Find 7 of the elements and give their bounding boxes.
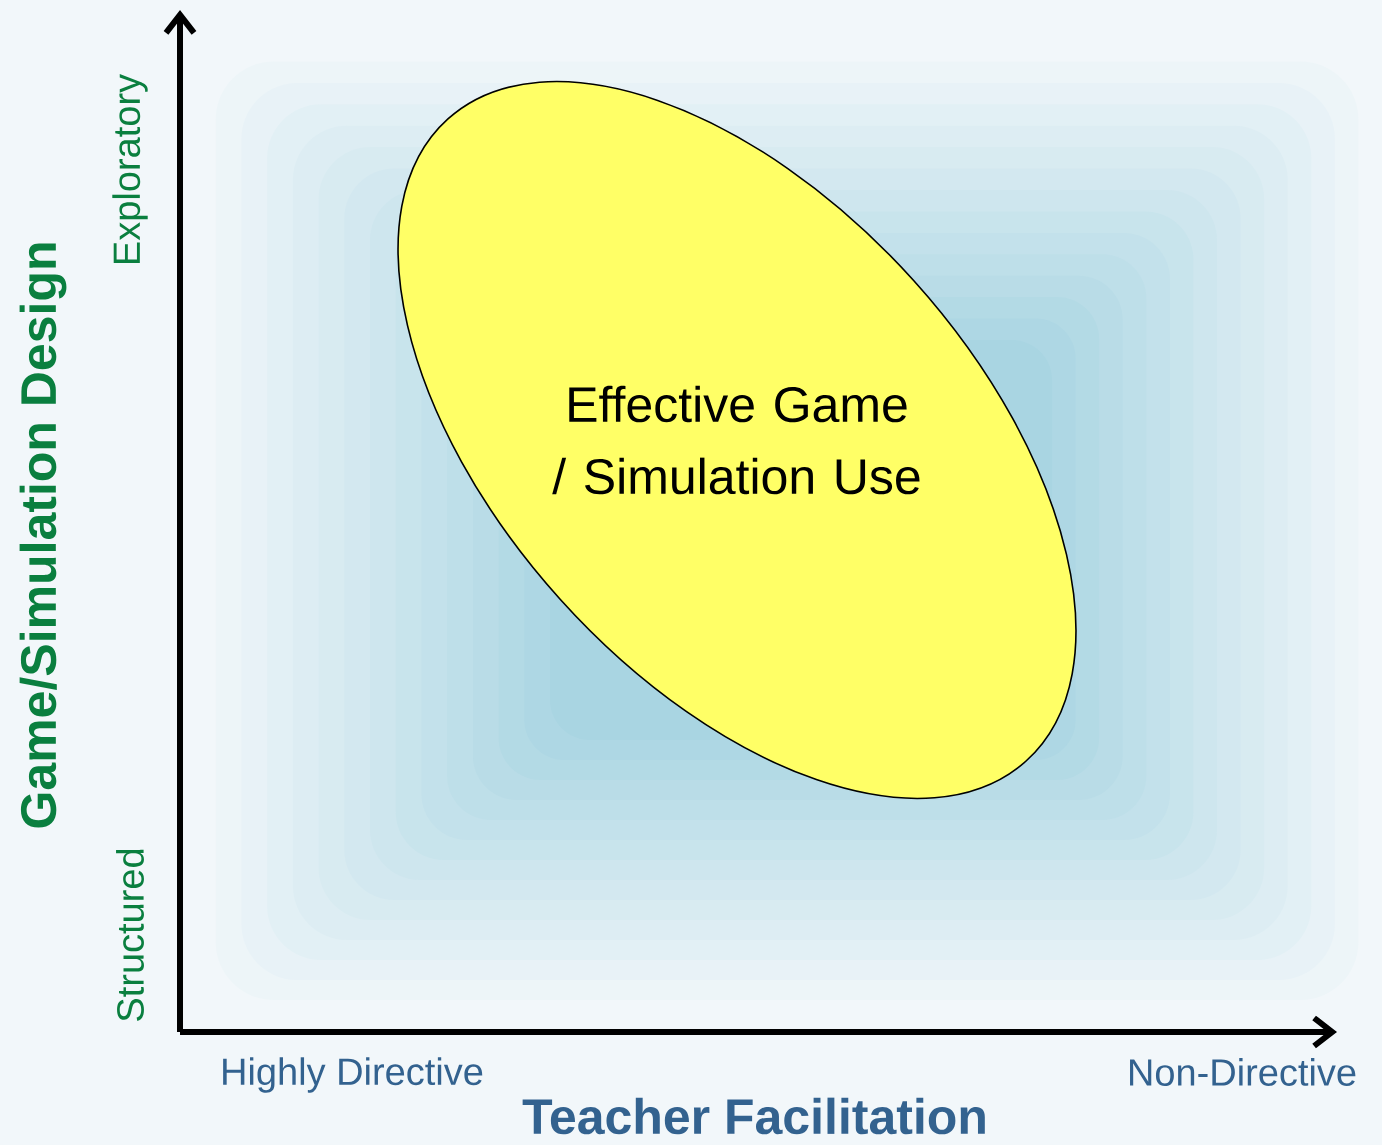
axis-title: Game/Simulation Design <box>19 243 67 828</box>
axis-end-label: Non-Directive <box>1130 1058 1356 1086</box>
axis-end-label: Structured <box>116 849 144 1021</box>
ellipse-region: Effective Game / Simulation Use <box>397 81 1077 799</box>
axis-end-label: Highly Directive <box>223 1057 483 1093</box>
axis-title: Teacher Facilitation <box>522 1097 985 1135</box>
axis-end-label: Exploratory <box>112 74 148 263</box>
